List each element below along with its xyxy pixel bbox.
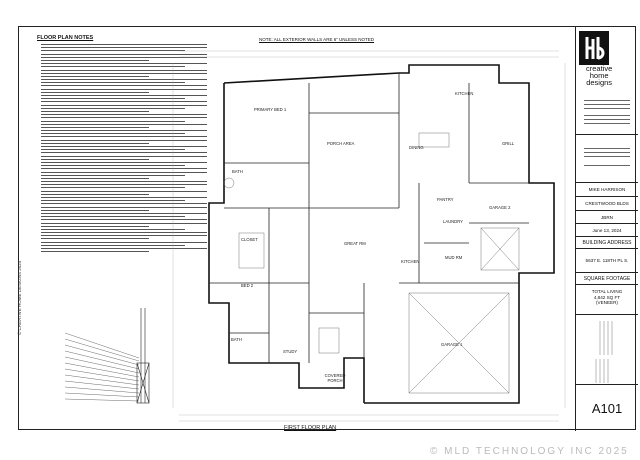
room-bed-2: BED 2	[241, 283, 254, 288]
sheet-number: A101	[591, 400, 623, 416]
revision-lines	[595, 321, 613, 383]
floor-plan: NOTE: ALL EXTERIOR WALLS ARE 6" UNLESS N…	[169, 37, 569, 431]
notes-lines	[23, 44, 207, 253]
total-living-value: 4,842 SQ FT	[593, 294, 621, 300]
client-name: MIKE HARRISON	[576, 183, 638, 197]
room-mud-rm: MUD RM	[445, 255, 463, 260]
room-garage-1: GARAGE 1	[441, 342, 463, 347]
square-footage: TOTAL LIVING 4,842 SQ FT (VENEER)	[576, 285, 638, 315]
room-kitchen-2: KITCHEN	[401, 259, 420, 264]
drawn-by: JBRN	[576, 211, 638, 224]
address-label: BUILDING ADDRESS	[576, 237, 638, 249]
room-great-rm: GREAT RM	[344, 241, 366, 246]
room-dining: DINING	[409, 145, 424, 150]
room-garage-2: GARAGE 2	[489, 205, 511, 210]
exterior-wall-note: NOTE: ALL EXTERIOR WALLS ARE 6" UNLESS N…	[259, 37, 375, 42]
notes-title: FLOOR PLAN NOTES	[37, 35, 94, 41]
title-block: creative home designs MIKE HARRISON	[575, 27, 638, 431]
brand-logo-icon	[579, 31, 609, 65]
room-bath: BATH	[232, 169, 243, 174]
building-address: 5637 E. 118TH PL S.	[576, 249, 638, 273]
revision-block	[576, 315, 638, 385]
veneer-note: (VENEER)	[596, 300, 618, 305]
project-name: CRESTWOOD BLDS	[576, 197, 638, 211]
room-closet: CLOSET	[241, 237, 258, 242]
drawing-date: June 13, 2024	[576, 224, 638, 237]
brand-cell: creative home designs	[576, 27, 638, 135]
room-covered-porch: COVERED PORCH	[324, 373, 346, 383]
room-laundry: LAUNDRY	[443, 219, 463, 224]
drawing-sheet: FLOOR PLAN NOTES	[17, 26, 638, 431]
room-primary-bed: PRIMARY BED 1	[254, 107, 287, 112]
plan-title: FIRST FLOOR PLAN	[284, 425, 337, 431]
wall-section-detail	[64, 308, 150, 404]
room-porch-area: PORCH AREA	[327, 141, 355, 146]
sqft-label: SQUARE FOOTAGE	[576, 273, 638, 285]
floor-plan-drawing	[172, 50, 566, 422]
watermark-footer: © MLD TECHNOLOGY INC 2025	[430, 446, 629, 457]
floor-plan-notes: FLOOR PLAN NOTES	[23, 33, 207, 425]
total-living-label: TOTAL LIVING	[591, 289, 623, 294]
room-study: STUDY	[283, 349, 298, 354]
brand-name: creative home designs	[586, 64, 613, 88]
room-kitchen: KITCHEN	[455, 91, 474, 96]
room-bath-2: BATH	[231, 337, 242, 342]
room-pantry: PANTRY	[437, 197, 454, 202]
brand-contact-cell	[576, 135, 638, 183]
copyright-vertical: © CREATIVE HOME DESIGNS 2024	[17, 260, 22, 335]
room-grill: GRILL	[502, 141, 515, 146]
